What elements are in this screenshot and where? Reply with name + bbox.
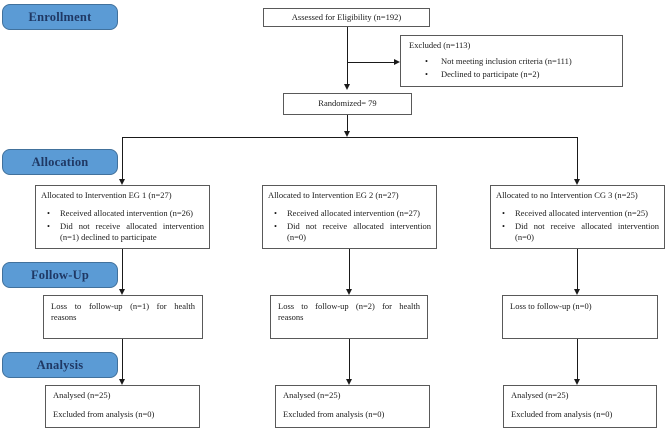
bullet-icon: • xyxy=(502,208,505,219)
arrowhead-down-icon xyxy=(119,379,125,385)
analysis-eg2-line2: Excluded from analysis (n=0) xyxy=(283,409,385,420)
alloc-cg3-bullet-1: Received allocated intervention (n=25) xyxy=(515,208,648,219)
alloc-eg2-bullet-1: Received allocated intervention (n=27) xyxy=(287,208,420,219)
bullet-icon: • xyxy=(502,221,505,232)
arrowhead-down-icon xyxy=(344,131,350,137)
alloc-eg2-title: Allocated to Intervention EG 2 (n=27) xyxy=(268,190,399,200)
connector-to-excluded xyxy=(347,62,394,63)
alloc-eg2-bullet-list: • Received allocated intervention (n=27)… xyxy=(268,208,431,243)
alloc-cg3-title: Allocated to no Intervention CG 3 (n=25) xyxy=(496,190,638,200)
followup-cg3-text: Loss to follow-up (n=0) xyxy=(510,301,592,311)
bullet-icon: • xyxy=(274,208,277,219)
list-item: • Did not receive allocated intervention… xyxy=(496,221,659,243)
connector-eg1-to-analysis xyxy=(122,339,123,379)
box-allocated-cg3: Allocated to no Intervention CG 3 (n=25)… xyxy=(490,185,665,249)
alloc-cg3-bullet-list: • Received allocated intervention (n=25)… xyxy=(496,208,659,243)
list-item: • Received allocated intervention (n=25) xyxy=(496,208,659,219)
stage-label-allocation: Allocation xyxy=(2,149,118,175)
followup-eg1-text: Loss to follow-up (n=1) for health reaso… xyxy=(51,301,195,323)
alloc-cg3-bullet-2: Did not receive allocated intervention (… xyxy=(515,221,659,243)
arrowhead-down-icon xyxy=(574,379,580,385)
box-allocated-eg2: Allocated to Intervention EG 2 (n=27) • … xyxy=(262,185,437,249)
box-analysis-cg3: Analysed (n=25) Excluded from analysis (… xyxy=(503,385,657,428)
arrowhead-down-icon xyxy=(346,379,352,385)
box-analysis-eg2: Analysed (n=25) Excluded from analysis (… xyxy=(275,385,430,428)
excluded-title: Excluded (n=113) xyxy=(409,40,471,50)
connector-eg1-to-followup xyxy=(122,249,123,289)
arrowhead-down-icon xyxy=(346,289,352,295)
bullet-icon: • xyxy=(47,221,50,232)
connector-eg2-to-analysis xyxy=(349,339,350,379)
analysis-eg1-line2: Excluded from analysis (n=0) xyxy=(53,409,155,420)
connector-branch-to-cg3 xyxy=(577,137,578,179)
connector-assessed-to-randomized xyxy=(347,27,348,84)
followup-eg2-text: Loss to follow-up (n=2) for health reaso… xyxy=(278,301,420,323)
box-excluded: Excluded (n=113) • Not meeting inclusion… xyxy=(400,35,623,87)
analysis-eg2-line1: Analysed (n=25) xyxy=(283,390,341,400)
connector-branch-to-eg1 xyxy=(122,137,123,179)
analysis-eg1-line1: Analysed (n=25) xyxy=(53,390,111,400)
box-followup-eg2: Loss to follow-up (n=2) for health reaso… xyxy=(270,295,428,339)
arrowhead-down-icon xyxy=(344,84,350,90)
arrowhead-down-icon xyxy=(119,179,125,185)
stage-label-analysis: Analysis xyxy=(2,352,118,378)
alloc-eg2-bullet-2: Did not receive allocated intervention (… xyxy=(287,221,431,243)
box-analysis-eg1: Analysed (n=25) Excluded from analysis (… xyxy=(45,385,200,428)
alloc-eg1-bullet-list: • Received allocated intervention (n=26)… xyxy=(41,208,204,243)
connector-cg3-to-followup xyxy=(577,249,578,289)
excluded-bullet-1: Not meeting inclusion criteria (n=111) xyxy=(441,56,572,67)
alloc-eg1-bullet-2: Did not receive allocated intervention (… xyxy=(60,221,204,243)
list-item: • Received allocated intervention (n=26) xyxy=(41,208,204,219)
bullet-icon: • xyxy=(425,69,428,80)
box-randomized: Randomized= 79 xyxy=(283,93,412,115)
list-item: • Declined to participate (n=2) xyxy=(409,69,614,80)
alloc-eg1-title: Allocated to Intervention EG 1 (n=27) xyxy=(41,190,172,200)
box-assessed-eligibility: Assessed for Eligibility (n=192) xyxy=(263,8,430,27)
bullet-icon: • xyxy=(274,221,277,232)
connector-cg3-to-analysis xyxy=(577,339,578,379)
box-followup-eg1: Loss to follow-up (n=1) for health reaso… xyxy=(43,295,203,339)
list-item: • Not meeting inclusion criteria (n=111) xyxy=(409,56,614,67)
analysis-cg3-line2: Excluded from analysis (n=0) xyxy=(511,409,613,420)
alloc-eg1-bullet-1: Received allocated intervention (n=26) xyxy=(60,208,193,219)
arrowhead-down-icon xyxy=(574,289,580,295)
excluded-bullet-2: Declined to participate (n=2) xyxy=(441,69,540,80)
arrowhead-right-icon xyxy=(394,59,400,65)
arrowhead-down-icon xyxy=(574,179,580,185)
excluded-bullet-list: • Not meeting inclusion criteria (n=111)… xyxy=(409,56,614,80)
bullet-icon: • xyxy=(425,56,428,67)
connector-eg2-to-followup xyxy=(349,249,350,289)
stage-label-followup: Follow-Up xyxy=(2,262,118,288)
arrowhead-down-icon xyxy=(119,289,125,295)
connector-randomized-to-branch xyxy=(347,115,348,131)
box-followup-cg3: Loss to follow-up (n=0) xyxy=(502,295,658,339)
list-item: • Did not receive allocated intervention… xyxy=(41,221,204,243)
bullet-icon: • xyxy=(47,208,50,219)
analysis-cg3-line1: Analysed (n=25) xyxy=(511,390,569,400)
stage-label-enrollment: Enrollment xyxy=(2,4,118,30)
branch-line-allocation xyxy=(122,137,578,138)
list-item: • Received allocated intervention (n=27) xyxy=(268,208,431,219)
list-item: • Did not receive allocated intervention… xyxy=(268,221,431,243)
box-allocated-eg1: Allocated to Intervention EG 1 (n=27) • … xyxy=(35,185,210,249)
